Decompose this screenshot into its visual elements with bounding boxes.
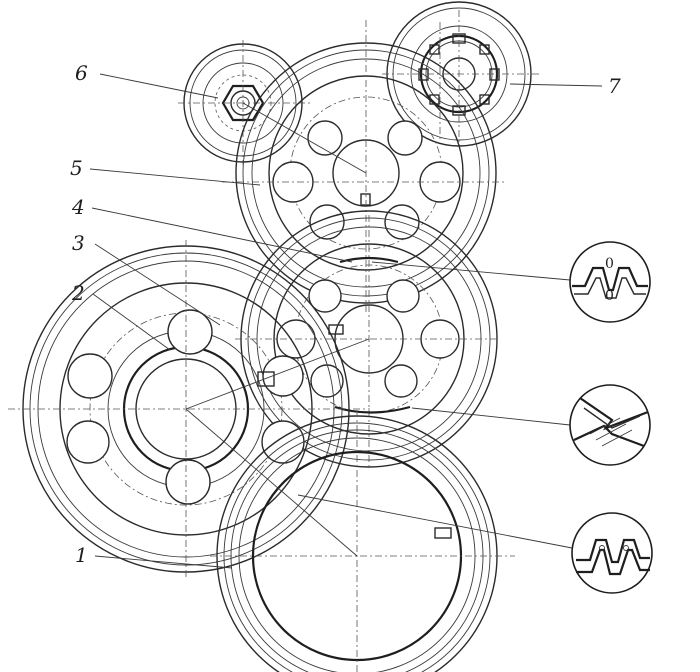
detail-profile-mark-upper: 0	[605, 256, 614, 272]
callout-label-6: 6	[75, 61, 88, 85]
part-1-ring	[210, 410, 515, 672]
detail-profile-mark-lower: 0	[605, 288, 614, 304]
assembly-axis-lines	[185, 22, 441, 557]
detail-view-profile-wave: 0 0	[569, 241, 651, 323]
part-2-large-disc	[8, 240, 370, 580]
part-4-perforated-disc	[235, 210, 500, 470]
callout-label-2: 2	[71, 281, 85, 305]
callout-label-7: 7	[608, 74, 621, 98]
part-6-hub-disc	[178, 40, 310, 165]
callout-label-3: 3	[72, 231, 85, 255]
callout-label-1: 1	[75, 543, 88, 567]
part-5-perforated-disc	[222, 20, 505, 315]
callout-leaders	[89, 73, 603, 569]
detail-view-lap-joint	[569, 384, 651, 466]
callout-label-5: 5	[70, 156, 83, 180]
callout-label-4: 4	[71, 195, 85, 219]
detail-view-interlock-seam	[571, 512, 653, 594]
